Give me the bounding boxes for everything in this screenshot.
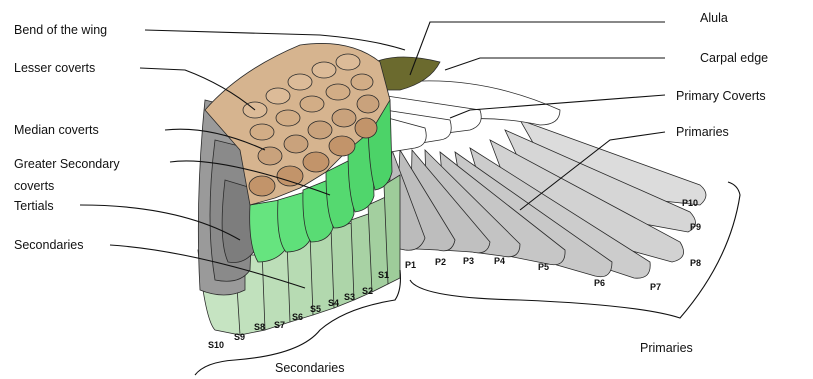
feather-number: P8 — [690, 258, 701, 268]
feather-number: S7 — [274, 320, 285, 330]
feather-number: S6 — [292, 312, 303, 322]
feather-number: P3 — [463, 256, 474, 266]
feather-number: S10 — [208, 340, 224, 350]
feather-number: S3 — [344, 292, 355, 302]
feather-number: S9 — [234, 332, 245, 342]
feather-number: S8 — [254, 322, 265, 332]
feather-number: P9 — [690, 222, 701, 232]
label-greater-secondary-line2: coverts — [14, 179, 54, 193]
feather-number: S4 — [328, 298, 339, 308]
label-tertials: Tertials — [14, 199, 54, 213]
label-lesser-coverts: Lesser coverts — [14, 61, 95, 75]
feather-number: S5 — [310, 304, 321, 314]
label-median-coverts: Median coverts — [14, 123, 99, 137]
feather-number: P2 — [435, 257, 446, 267]
feather-number: P7 — [650, 282, 661, 292]
feather-number: P10 — [682, 198, 698, 208]
label-greater-secondary-line1: Greater Secondary — [14, 157, 120, 171]
feather-number: P6 — [594, 278, 605, 288]
feather-number: S2 — [362, 286, 373, 296]
label-bend-of-wing: Bend of the wing — [14, 23, 107, 37]
feather-number: S1 — [378, 270, 389, 280]
label-primaries: Primaries — [676, 125, 729, 139]
feather-number: P1 — [405, 260, 416, 270]
feather-number: P4 — [494, 256, 505, 266]
label-carpal-edge: Carpal edge — [700, 51, 768, 65]
label-secondaries: Secondaries — [14, 238, 84, 252]
primaries-feathers — [385, 120, 706, 278]
label-primary-coverts: Primary Coverts — [676, 89, 766, 103]
label-alula: Alula — [700, 11, 728, 25]
group-label-primaries: Primaries — [640, 341, 693, 355]
group-label-secondaries: Secondaries — [275, 361, 345, 375]
feather-number: P5 — [538, 262, 549, 272]
